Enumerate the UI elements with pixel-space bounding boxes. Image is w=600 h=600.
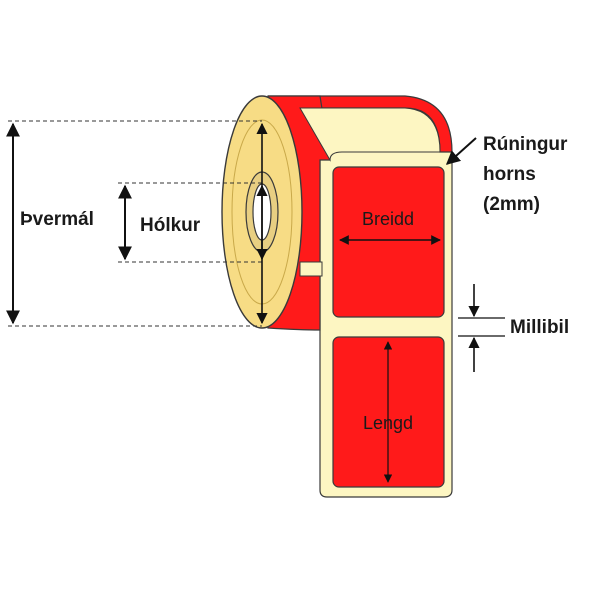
diameter-label: Þvermál <box>20 209 94 230</box>
corner-label-line2: horns <box>483 164 536 185</box>
corner-pointer-arrow <box>445 137 477 165</box>
guide-lines <box>8 120 262 327</box>
corner-label-line1: Rúningur <box>483 134 568 155</box>
corner-label-line3: (2mm) <box>483 194 540 215</box>
roll-gap-mark <box>299 261 323 277</box>
width-label: Breidd <box>362 209 414 229</box>
gap-label: Millibil <box>510 317 569 338</box>
length-label: Lengd <box>363 413 413 433</box>
core-label: Hólkur <box>140 215 201 236</box>
gap-marker <box>458 284 505 372</box>
roll-liner-band <box>299 107 441 162</box>
label-top <box>332 166 445 318</box>
